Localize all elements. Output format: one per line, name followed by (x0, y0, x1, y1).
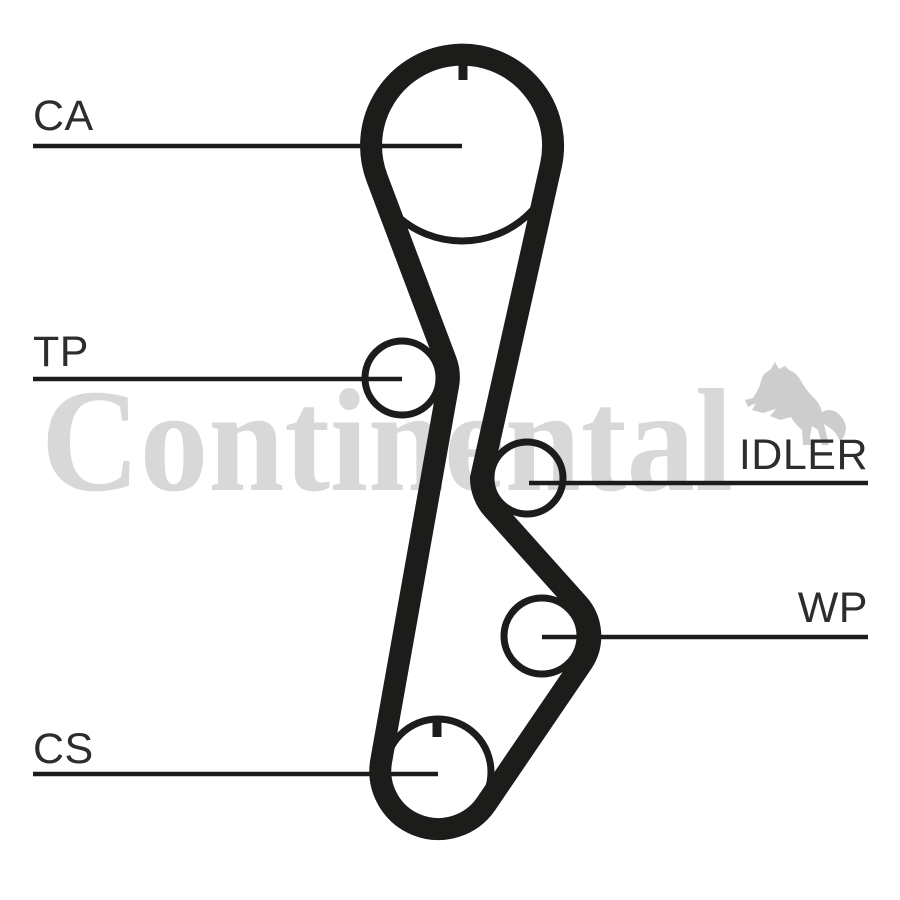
tensioner-label: TP (33, 328, 89, 376)
crankshaft-label: CS (33, 725, 94, 773)
idler-pulley-circle (487, 438, 567, 518)
idler-label: IDLER (739, 431, 868, 479)
timing-belt (360, 43, 602, 840)
continental-watermark-text: Continental (41, 359, 733, 522)
water-pump-label: WP (798, 584, 868, 632)
rearing-horse-icon (745, 362, 846, 445)
camshaft-label: CA (33, 92, 94, 140)
